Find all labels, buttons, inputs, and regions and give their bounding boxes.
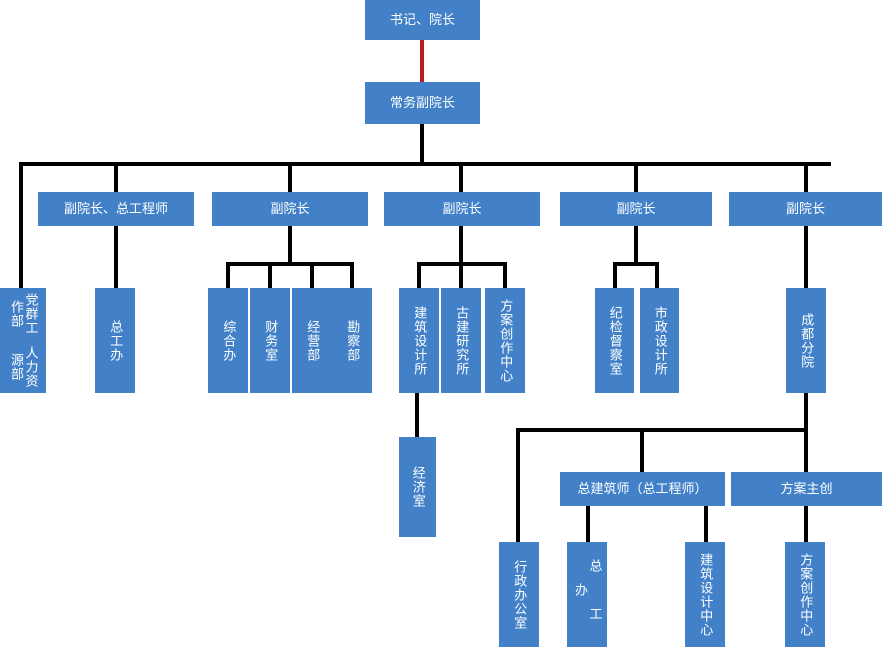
connector-chengdu-child-admin-office xyxy=(516,428,520,542)
node-chengdu-branch[interactable]: 成都分院 xyxy=(786,288,826,393)
connector-main-bus xyxy=(19,162,831,166)
node-arch-design-center[interactable]: 建筑设计中心 xyxy=(685,542,725,647)
node-chief-engineer-office-chengdu[interactable]: 总 工 办 xyxy=(567,542,607,647)
connector-scheme-lead-child-1 xyxy=(804,506,808,542)
connector-drop-vp1 xyxy=(114,162,118,192)
node-operations-dept[interactable]: 经营部 xyxy=(292,288,332,393)
connector-vp2-child-2 xyxy=(268,262,272,290)
node-discipline-inspection-office[interactable]: 纪检督察室 xyxy=(595,288,634,393)
node-vp-chief-engineer[interactable]: 副院长、总工程师 xyxy=(38,192,194,226)
connector-chengdu-branch-drop xyxy=(804,393,808,483)
connector-vp4-bus xyxy=(613,262,659,266)
node-root[interactable]: 书记、院长 xyxy=(365,0,480,40)
connector-vp4-drop xyxy=(634,226,638,264)
node-scheme-lead[interactable]: 方案主创 xyxy=(731,472,882,506)
connector-vp4-child-1 xyxy=(613,262,617,290)
node-scheme-creation-center-vp3[interactable]: 方案创作中心 xyxy=(485,288,525,393)
node-party-work-dept-label: 党群工作部 xyxy=(9,293,39,335)
connector-vp3-drop xyxy=(459,226,463,264)
node-economics-office[interactable]: 经济室 xyxy=(399,437,436,537)
connector-arch-institute-to-economics-office xyxy=(415,393,419,437)
connector-vp2-bus xyxy=(226,262,354,266)
connector-drop-vp3 xyxy=(459,162,463,192)
node-executive-deputy[interactable]: 常务副院长 xyxy=(365,82,480,124)
connector-vp3-child-3 xyxy=(503,262,507,290)
node-hr-dept-label: 人力资源部 xyxy=(9,346,39,388)
connector-chengdu-bus xyxy=(516,428,808,432)
connector-drop-vp2 xyxy=(288,162,292,192)
node-arch-design-institute[interactable]: 建筑设计所 xyxy=(399,288,439,393)
node-general-office[interactable]: 综合办 xyxy=(208,288,248,393)
node-finance-office[interactable]: 财务室 xyxy=(250,288,290,393)
connector-root-to-executive-deputy xyxy=(420,40,424,82)
connector-chengdu-child-chief-architect xyxy=(640,428,644,472)
connector-executive-deputy-drop xyxy=(420,124,424,164)
connector-drop-direct-units xyxy=(19,162,23,290)
node-admin-office[interactable]: 行政办公室 xyxy=(499,542,539,647)
connector-vp2-child-4 xyxy=(350,262,354,290)
connector-drop-vp5 xyxy=(804,162,808,192)
node-survey-dept[interactable]: 勘察部 xyxy=(332,288,372,393)
node-vp-2[interactable]: 副院长 xyxy=(212,192,368,226)
node-scheme-creation-center-chengdu[interactable]: 方案创作中心 xyxy=(785,542,825,647)
node-vp-3[interactable]: 副院长 xyxy=(384,192,540,226)
node-municipal-design-institute[interactable]: 市政设计所 xyxy=(640,288,679,393)
connector-vp2-child-3 xyxy=(310,262,314,290)
connector-vp2-drop xyxy=(288,226,292,264)
connector-vp2-child-1 xyxy=(226,262,230,290)
node-chief-engineer-office[interactable]: 总工办 xyxy=(95,288,135,393)
node-hr-and-party-units[interactable]: 党群工作部 人力资源部 xyxy=(0,288,46,393)
node-vp-5[interactable]: 副院长 xyxy=(729,192,882,226)
connector-vp1-to-chief-engineer-office xyxy=(114,226,118,290)
connector-chief-architect-child-2 xyxy=(704,506,708,542)
node-vp-4[interactable]: 副院长 xyxy=(560,192,712,226)
connector-vp3-child-2 xyxy=(459,262,463,290)
node-ancient-arch-institute[interactable]: 古建研究所 xyxy=(441,288,481,393)
connector-vp5-to-chengdu-branch xyxy=(804,226,808,290)
connector-chief-architect-child-1 xyxy=(586,506,590,542)
connector-vp3-child-1 xyxy=(417,262,421,290)
node-chief-architect[interactable]: 总建筑师（总工程师） xyxy=(560,472,725,506)
connector-vp4-child-2 xyxy=(655,262,659,290)
connector-drop-vp4 xyxy=(634,162,638,192)
